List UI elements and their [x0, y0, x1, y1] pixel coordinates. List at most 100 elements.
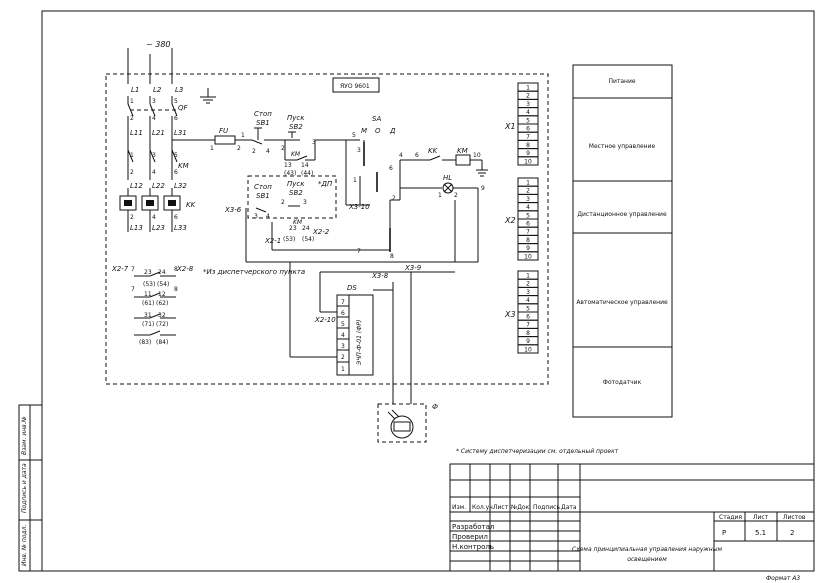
svg-text:6: 6	[174, 169, 178, 176]
svg-text:FU: FU	[219, 127, 228, 135]
svg-text:2: 2	[392, 195, 396, 202]
svg-text:(61): (61)	[142, 300, 154, 307]
svg-text:DS: DS	[347, 284, 357, 292]
svg-text:6: 6	[389, 165, 393, 172]
svg-text:24: 24	[158, 269, 166, 276]
svg-text:2: 2	[252, 148, 256, 155]
svg-text:L23: L23	[152, 224, 165, 232]
terminal-number: 5	[526, 117, 530, 124]
remote-control-block: Стоп SB1 Пуск SB2 *ДП 3 4 2 3 23 24 KM (…	[224, 140, 455, 263]
svg-text:5: 5	[352, 132, 356, 139]
svg-text:4: 4	[152, 214, 156, 221]
terminal-number: 6	[526, 314, 530, 321]
svg-text:8: 8	[174, 266, 178, 273]
svg-text:М: М	[361, 127, 367, 135]
terminal-number: 10	[524, 253, 532, 260]
svg-text:*ДП: *ДП	[318, 180, 333, 188]
km-contactor: 1 3 5 2 4 6 KM	[127, 149, 189, 176]
terminal-number: 8	[526, 330, 530, 337]
svg-text:L2: L2	[153, 86, 162, 94]
svg-text:3: 3	[152, 152, 156, 159]
ryo-box	[332, 77, 380, 93]
svg-text:Лист: Лист	[493, 504, 509, 511]
svg-text:2: 2	[281, 199, 285, 206]
svg-text:L33: L33	[174, 224, 187, 232]
svg-text:4: 4	[341, 332, 345, 339]
ground-icon	[200, 88, 216, 104]
svg-text:7: 7	[341, 299, 345, 306]
terminal-number: 4	[526, 109, 530, 116]
terminal-number: 4	[526, 297, 530, 304]
svg-text:X3-10: X3-10	[348, 203, 370, 211]
section-auto: Автоматическое управление	[576, 299, 668, 306]
section-legend: Питание Местное управление Дистанционное…	[572, 64, 673, 418]
photo-sensor: Ф	[377, 403, 438, 443]
photo-sensor-icon	[390, 415, 414, 439]
role-checker: Проверил	[452, 533, 488, 541]
terminal-number: 5	[526, 305, 530, 312]
svg-text:X3-8: X3-8	[371, 272, 389, 280]
svg-text:L21: L21	[152, 129, 165, 137]
svg-text:KK: KK	[428, 147, 439, 155]
svg-text:L13: L13	[130, 224, 143, 232]
terminal-number: 1	[526, 85, 530, 92]
terminal-number: 4	[526, 204, 530, 211]
svg-text:Дата: Дата	[561, 504, 577, 511]
svg-text:8: 8	[390, 253, 394, 260]
terminal-cell	[517, 156, 539, 166]
terminal-number: 3	[526, 101, 530, 108]
terminal-number: 2	[526, 281, 530, 288]
svg-text:Пуск: Пуск	[287, 180, 305, 188]
svg-text:X2-7: X2-7	[111, 265, 129, 273]
terminal-x1-label: X1	[504, 122, 516, 131]
svg-text:(72): (72)	[156, 321, 168, 328]
svg-text:2: 2	[341, 354, 345, 361]
control-circuit: FU 1 2 1 Стоп SB1 2 4 Пуск SB2 2 3 KM 13…	[172, 110, 361, 177]
svg-text:HL: HL	[443, 174, 452, 182]
svg-text:Ф: Ф	[432, 403, 438, 411]
terminal-cell	[517, 344, 539, 354]
svg-text:2: 2	[454, 192, 458, 199]
svg-text:Стоп: Стоп	[254, 110, 272, 118]
svg-text:Листов: Листов	[783, 514, 806, 521]
ryo-label: ЯУО 9601	[340, 83, 370, 90]
terminal-number: 6	[526, 126, 530, 133]
svg-text:6: 6	[174, 214, 178, 221]
terminal-number: 6	[526, 221, 530, 228]
svg-text:SB2: SB2	[289, 123, 303, 131]
svg-text:1: 1	[341, 366, 345, 373]
svg-text:KM: KM	[291, 151, 301, 158]
svg-text:5: 5	[174, 98, 178, 105]
svg-text:4: 4	[266, 148, 270, 155]
svg-text:4: 4	[152, 115, 156, 122]
svg-text:6: 6	[415, 152, 419, 159]
svg-text:KM: KM	[457, 147, 468, 155]
sheet-value: 5.1	[755, 529, 766, 537]
svg-text:32: 32	[158, 312, 166, 319]
terminal-number: 7	[526, 229, 530, 236]
svg-text:4: 4	[266, 213, 270, 220]
section-photo: Фотодатчик	[603, 379, 642, 386]
svg-text:1: 1	[241, 132, 245, 139]
svg-text:1: 1	[210, 145, 214, 152]
svg-text:3: 3	[357, 147, 361, 154]
dispatch-contacts: X2-7 X2-8 *Из диспетчерского пункта 7 8 …	[111, 265, 305, 346]
svg-text:*Из диспетчерского пункта: *Из диспетчерского пункта	[203, 268, 305, 276]
sa-selector: SA М О Д 1 2 8 7	[271, 115, 396, 260]
terminal-number: 10	[524, 346, 532, 353]
svg-text:(62): (62)	[156, 300, 168, 307]
ds-photo-relay: X3-8 X3-9 DS X2-10 7 6 5 4 3 2 1 ЭЧП-Ф-0…	[289, 188, 479, 404]
svg-text:14: 14	[301, 162, 309, 169]
kk-thermal-relay: 2 4 6 KK	[119, 188, 197, 232]
svg-text:3: 3	[303, 199, 307, 206]
qf-breaker: 1 3 5 2 4 6 QF	[127, 96, 189, 180]
svg-text:Изм.: Изм.	[452, 504, 466, 511]
svg-text:X2-10: X2-10	[314, 316, 336, 324]
terminal-cell	[517, 251, 539, 261]
svg-text:Стадия: Стадия	[719, 514, 742, 521]
supply-label: ~ 380	[146, 40, 171, 49]
terminal-number: 9	[526, 338, 530, 345]
